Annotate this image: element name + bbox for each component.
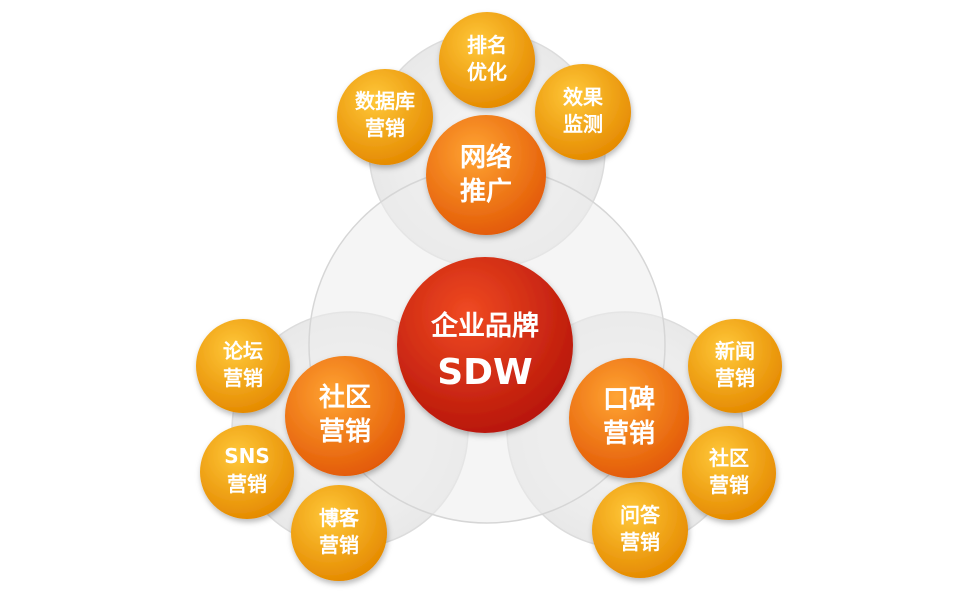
hub-network-promotion: 网络 推广: [426, 115, 546, 235]
satellite-ranking-optimization: 排名 优化: [439, 12, 535, 108]
satellite-label-line1: 论坛: [223, 339, 263, 363]
satellite-label-line2: 营销: [223, 366, 263, 390]
satellite-label-line2: 营销: [365, 116, 405, 140]
center-title: 企业品牌: [431, 310, 539, 342]
satellite-label-line1: 新闻: [715, 339, 755, 363]
satellite-blog-marketing: 博客 营销: [291, 485, 387, 581]
center-subtitle: SDW: [437, 352, 533, 393]
satellite-effect-monitoring: 效果 监测: [535, 64, 631, 160]
satellite-label-line1: 问答: [620, 503, 661, 527]
satellite-label-line1: 博客: [319, 506, 360, 530]
hub-label-line1: 社区: [319, 382, 371, 413]
satellite-label-line2: 营销: [620, 530, 660, 554]
hub-label-line2: 营销: [603, 419, 655, 449]
hub-label-line2: 推广: [460, 177, 512, 207]
satellite-label-line2: 营销: [715, 366, 755, 390]
satellite-sns-marketing: SNS 营销: [200, 425, 294, 519]
satellite-label-line1: 效果: [563, 85, 603, 109]
hub-label-line1: 网络: [460, 142, 512, 173]
satellite-label-line1: 社区: [708, 446, 749, 470]
satellite-label-line1: 排名: [467, 33, 507, 57]
satellite-qa-marketing: 问答 营销: [592, 482, 688, 578]
satellite-community-marketing-right: 社区 营销: [682, 426, 776, 520]
satellite-label-line2: 营销: [709, 473, 749, 497]
satellite-news-marketing: 新闻 营销: [688, 319, 782, 413]
hub-label-line2: 营销: [319, 417, 371, 447]
satellite-label-line2: 监测: [563, 112, 603, 136]
hub-community-marketing: 社区 营销: [285, 356, 405, 476]
satellite-forum-marketing: 论坛 营销: [196, 319, 290, 413]
center-brand-node: 企业品牌 SDW: [397, 257, 573, 433]
satellite-label-line1: 数据库: [355, 89, 415, 113]
satellite-label-line2: 营销: [227, 472, 267, 496]
satellite-database-marketing: 数据库 营销: [337, 69, 433, 165]
hub-word-of-mouth-marketing: 口碑 营销: [569, 358, 689, 478]
satellite-label-line2: 优化: [467, 60, 507, 84]
hub-label-line1: 口碑: [603, 385, 655, 415]
satellite-label-line2: 营销: [319, 533, 359, 557]
satellite-label-line1: SNS: [224, 444, 270, 468]
